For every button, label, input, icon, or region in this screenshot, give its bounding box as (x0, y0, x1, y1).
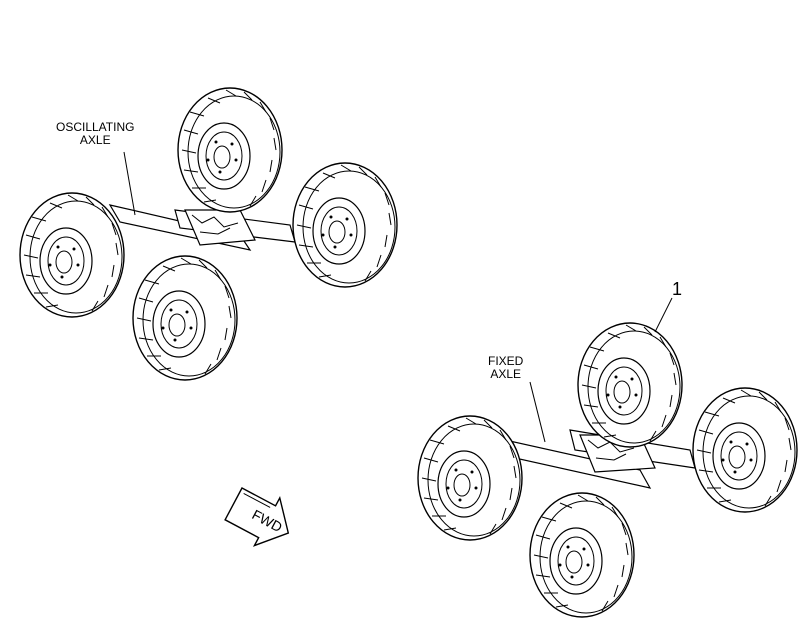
fwd-arrow-icon (224, 487, 290, 547)
oscillating-axle-assembly (19, 87, 398, 381)
oscillating-axle-label-line2: AXLE (79, 133, 111, 147)
fixed-axle-label-line2: AXLE (490, 367, 522, 381)
fixed-axle-label: FIXED AXLE (488, 355, 523, 381)
callout-number: 1 (672, 279, 683, 299)
oscillating-axle-label: OSCILLATING AXLE (56, 121, 134, 147)
fixed-axle-label-line1: FIXED (488, 354, 524, 368)
oscillating-axle-label-line1: OSCILLATING (56, 120, 135, 134)
fixed-axle-assembly (417, 297, 798, 618)
